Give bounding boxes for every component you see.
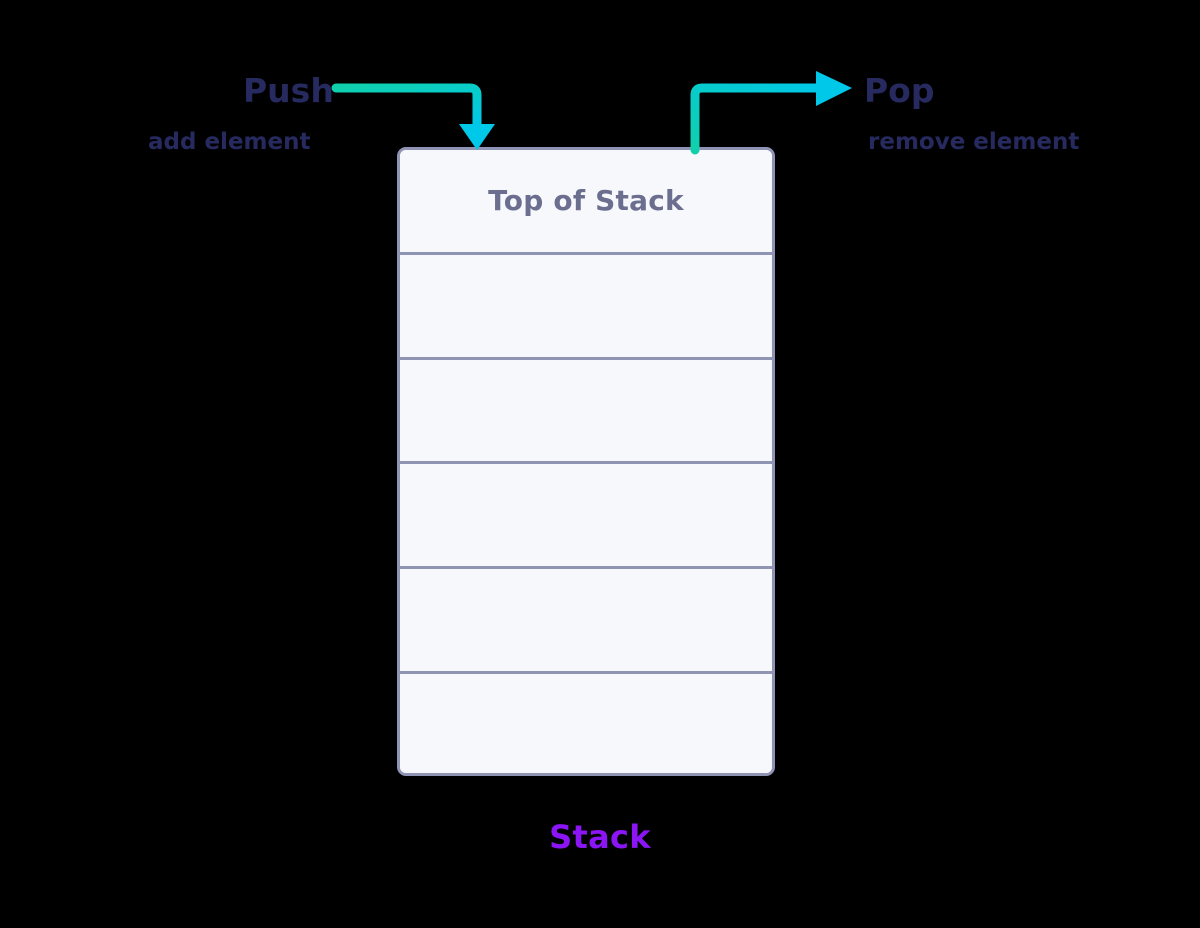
top-of-stack-label: Top of Stack [488, 184, 684, 218]
stack-cell-top: Top of Stack [400, 150, 772, 255]
stack-caption-label: Stack [549, 818, 651, 856]
stack-cell [400, 359, 772, 465]
stack-cell [400, 464, 772, 570]
pop-title-label: Pop [864, 71, 935, 110]
push-title-label: Push [243, 71, 334, 110]
push-arrow-icon [331, 83, 495, 150]
stack-cell [400, 673, 772, 773]
stack-cell [400, 254, 772, 360]
stack-container: Top of Stack [397, 147, 775, 776]
push-subtitle-label: add element [148, 129, 311, 155]
stack-cell [400, 569, 772, 674]
pop-subtitle-label: remove element [868, 129, 1080, 155]
pop-arrow-icon [690, 71, 852, 155]
